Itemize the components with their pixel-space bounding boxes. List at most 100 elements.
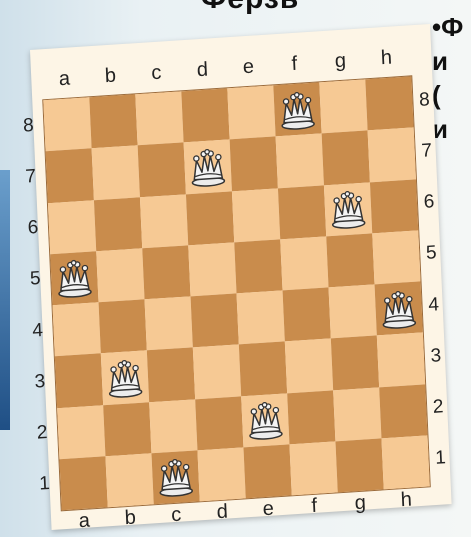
square-h7 [368, 128, 416, 182]
square-c3 [147, 348, 195, 402]
square-e7 [230, 137, 278, 191]
square-f1 [289, 441, 337, 495]
square-e6 [232, 188, 280, 242]
rank-label-1: 1 [428, 433, 452, 486]
square-d6 [186, 191, 234, 245]
rank-label-7: 7 [415, 125, 439, 178]
file-label-h: h [363, 45, 410, 72]
square-g6 [324, 182, 372, 236]
square-f6 [278, 185, 326, 239]
white-queen-icon [187, 144, 229, 189]
rank-label-5: 5 [419, 228, 443, 281]
white-queen-icon [327, 187, 369, 232]
square-f7 [276, 134, 324, 188]
square-d3 [193, 345, 241, 399]
square-d8 [181, 88, 229, 142]
square-a5 [50, 251, 98, 305]
white-queen-icon [277, 87, 319, 132]
slide-accent-bar [0, 170, 10, 430]
square-b5 [96, 248, 144, 302]
rank-label-2: 2 [30, 407, 54, 460]
square-b1 [105, 453, 153, 507]
square-b3 [101, 351, 149, 405]
chessboard [42, 75, 431, 511]
square-b8 [89, 94, 137, 148]
square-a6 [48, 200, 96, 254]
square-e4 [237, 290, 285, 344]
white-queen-icon [53, 256, 95, 301]
file-label-f: f [291, 493, 338, 520]
square-c4 [145, 296, 193, 350]
square-c1 [151, 450, 199, 504]
square-e8 [227, 85, 275, 139]
file-label-e: e [225, 54, 272, 81]
square-f4 [283, 287, 331, 341]
bullet-line-3: ( [432, 78, 471, 112]
square-d2 [195, 396, 243, 450]
file-label-b: b [107, 505, 154, 532]
square-a1 [59, 456, 107, 510]
rank-label-4: 4 [25, 305, 49, 358]
square-g3 [331, 336, 379, 390]
square-h6 [370, 179, 418, 233]
square-f2 [287, 390, 335, 444]
square-g4 [329, 284, 377, 338]
file-label-b: b [87, 63, 134, 90]
file-label-c: c [133, 60, 180, 87]
square-h4 [375, 281, 423, 335]
file-label-g: g [337, 490, 384, 517]
file-label-h: h [383, 487, 430, 514]
square-g5 [326, 233, 374, 287]
rank-label-1: 1 [32, 458, 56, 511]
file-label-d: d [199, 499, 246, 526]
rank-label-6: 6 [417, 176, 441, 229]
square-c2 [149, 399, 197, 453]
square-c7 [138, 143, 186, 197]
square-f5 [280, 236, 328, 290]
white-queen-icon [244, 398, 286, 443]
square-h8 [365, 76, 413, 130]
white-queen-icon [104, 355, 146, 400]
rank-label-8: 8 [16, 100, 40, 153]
square-c6 [140, 194, 188, 248]
file-label-d: d [179, 57, 226, 84]
square-e3 [239, 342, 287, 396]
file-label-a: a [41, 66, 88, 93]
rank-label-2: 2 [426, 381, 450, 434]
slide-title: Ферзь [150, 0, 350, 10]
square-f3 [285, 339, 333, 393]
rank-label-3: 3 [28, 356, 52, 409]
square-b6 [94, 197, 142, 251]
square-e2 [241, 393, 289, 447]
square-h2 [379, 384, 427, 438]
file-label-g: g [317, 48, 364, 75]
square-d7 [184, 140, 232, 194]
rank-label-3: 3 [424, 330, 448, 383]
square-a4 [53, 302, 101, 356]
square-f8 [273, 82, 321, 136]
square-b2 [103, 402, 151, 456]
square-a2 [57, 405, 105, 459]
square-h3 [377, 333, 425, 387]
bullet-line-4: и [432, 112, 471, 146]
bullet-marker: • [432, 12, 441, 42]
square-e1 [243, 444, 291, 498]
square-g1 [335, 438, 383, 492]
square-b7 [92, 146, 140, 200]
file-label-a: a [61, 508, 108, 535]
square-d4 [191, 293, 239, 347]
white-queen-icon [155, 455, 197, 500]
square-g2 [333, 387, 381, 441]
square-e5 [234, 239, 282, 293]
square-c5 [142, 245, 190, 299]
rank-label-6: 6 [21, 202, 45, 255]
rank-label-7: 7 [19, 151, 43, 204]
square-a8 [43, 97, 91, 151]
square-c8 [135, 91, 183, 145]
square-g7 [322, 131, 370, 185]
square-h1 [381, 435, 429, 489]
rank-label-5: 5 [23, 253, 47, 306]
rank-label-8: 8 [412, 74, 436, 127]
rank-label-4: 4 [421, 279, 445, 332]
